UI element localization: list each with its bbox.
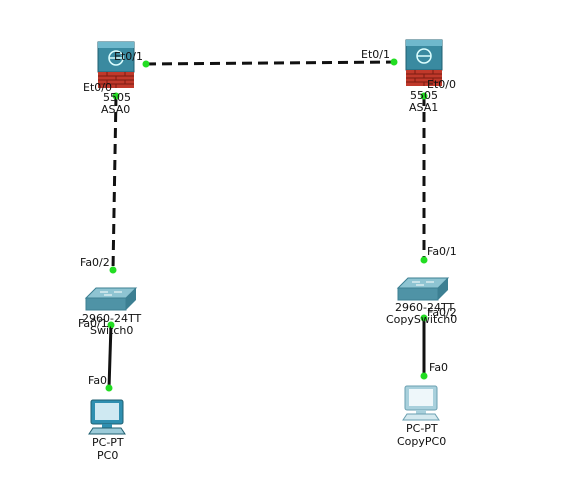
- port-label-cpc-fa0: Fa0: [429, 361, 449, 374]
- switch0-device[interactable]: [84, 287, 138, 311]
- switch0-model-label: 2960-24TT: [82, 312, 142, 325]
- links-solid: [107, 318, 426, 389]
- pc0-device[interactable]: [88, 399, 126, 435]
- pc0-model-label: PC-PT: [92, 436, 124, 449]
- port-dot-sw0-fa01: [107, 321, 115, 329]
- asa0-name-label: ASA0: [101, 103, 131, 116]
- copyswitch0-model-label: 2960-24TT: [395, 301, 455, 314]
- link-asa0-asa1[interactable]: [145, 60, 395, 66]
- port-label-asa0-et00: Et0/0: [83, 81, 112, 94]
- port-label-asa1-et00: Et0/0: [427, 78, 456, 91]
- port-dot-asa0-et00: [112, 92, 120, 100]
- port-label-sw0-fa02: Fa0/2: [80, 256, 110, 269]
- copypc0-name-label: CopyPC0: [397, 435, 447, 448]
- port-status-dots: [105, 58, 428, 392]
- asa1-model-label: 5505: [410, 89, 438, 102]
- port-dot-asa1-et00: [420, 92, 428, 100]
- port-dot-csw-fa01: [420, 256, 428, 264]
- port-label-sw0-fa01: Fa0/1: [78, 317, 108, 330]
- port-label-asa0-et01: Et0/1: [114, 50, 143, 63]
- asa1-device[interactable]: [405, 39, 443, 86]
- port-dot-cpc-fa0: [420, 372, 428, 380]
- copypc0-model-label: PC-PT: [406, 422, 438, 435]
- asa0-device[interactable]: [97, 41, 135, 88]
- link-switch0-pc0[interactable]: [107, 324, 113, 389]
- links: [111, 60, 426, 271]
- port-dot-asa0-et01: [142, 60, 150, 68]
- copypc0-device[interactable]: [402, 385, 440, 421]
- port-dot-pc0-fa0: [105, 384, 113, 392]
- switch0-name-label: Switch0: [90, 324, 134, 337]
- asa0-model-label: 5505: [103, 91, 131, 104]
- pc0-name-label: PC0: [97, 449, 119, 462]
- port-label-csw-fa02: Fa0/2: [427, 306, 457, 319]
- port-dot-csw-fa02: [420, 314, 428, 322]
- link-asa0-switch0[interactable]: [111, 95, 118, 271]
- copyswitch0-device[interactable]: [396, 277, 450, 301]
- port-dot-asa1-et01: [390, 58, 398, 66]
- port-label-csw-fa01: Fa0/1: [427, 245, 457, 258]
- port-label-pc0-fa0: Fa0: [88, 374, 108, 387]
- asa1-name-label: ASA1: [409, 101, 439, 114]
- port-dot-sw0-fa02: [109, 266, 117, 274]
- copyswitch0-name-label: CopySwitch0: [386, 313, 458, 326]
- port-label-asa1-et01: Et0/1: [361, 48, 390, 61]
